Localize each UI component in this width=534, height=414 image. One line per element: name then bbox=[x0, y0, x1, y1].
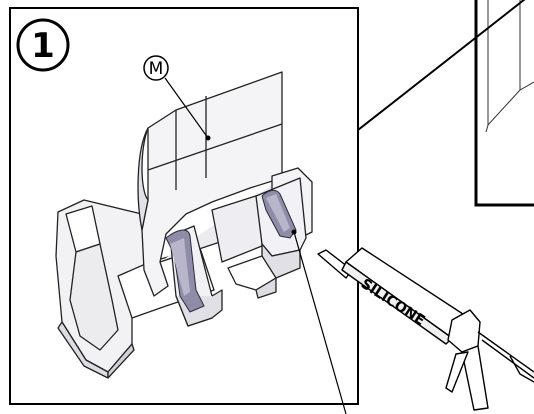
silicone-leader bbox=[291, 229, 347, 414]
callout-letter: M bbox=[149, 59, 164, 79]
step-number: 1 bbox=[31, 26, 55, 66]
detail-connector-line bbox=[357, 0, 526, 131]
detail-panel bbox=[474, 0, 534, 207]
callout-m: M bbox=[143, 55, 211, 141]
step-badge: 1 bbox=[16, 18, 70, 72]
silicone-beads bbox=[165, 189, 297, 313]
bracket-base-plate bbox=[55, 199, 215, 379]
callout-leader-line bbox=[164, 77, 209, 139]
